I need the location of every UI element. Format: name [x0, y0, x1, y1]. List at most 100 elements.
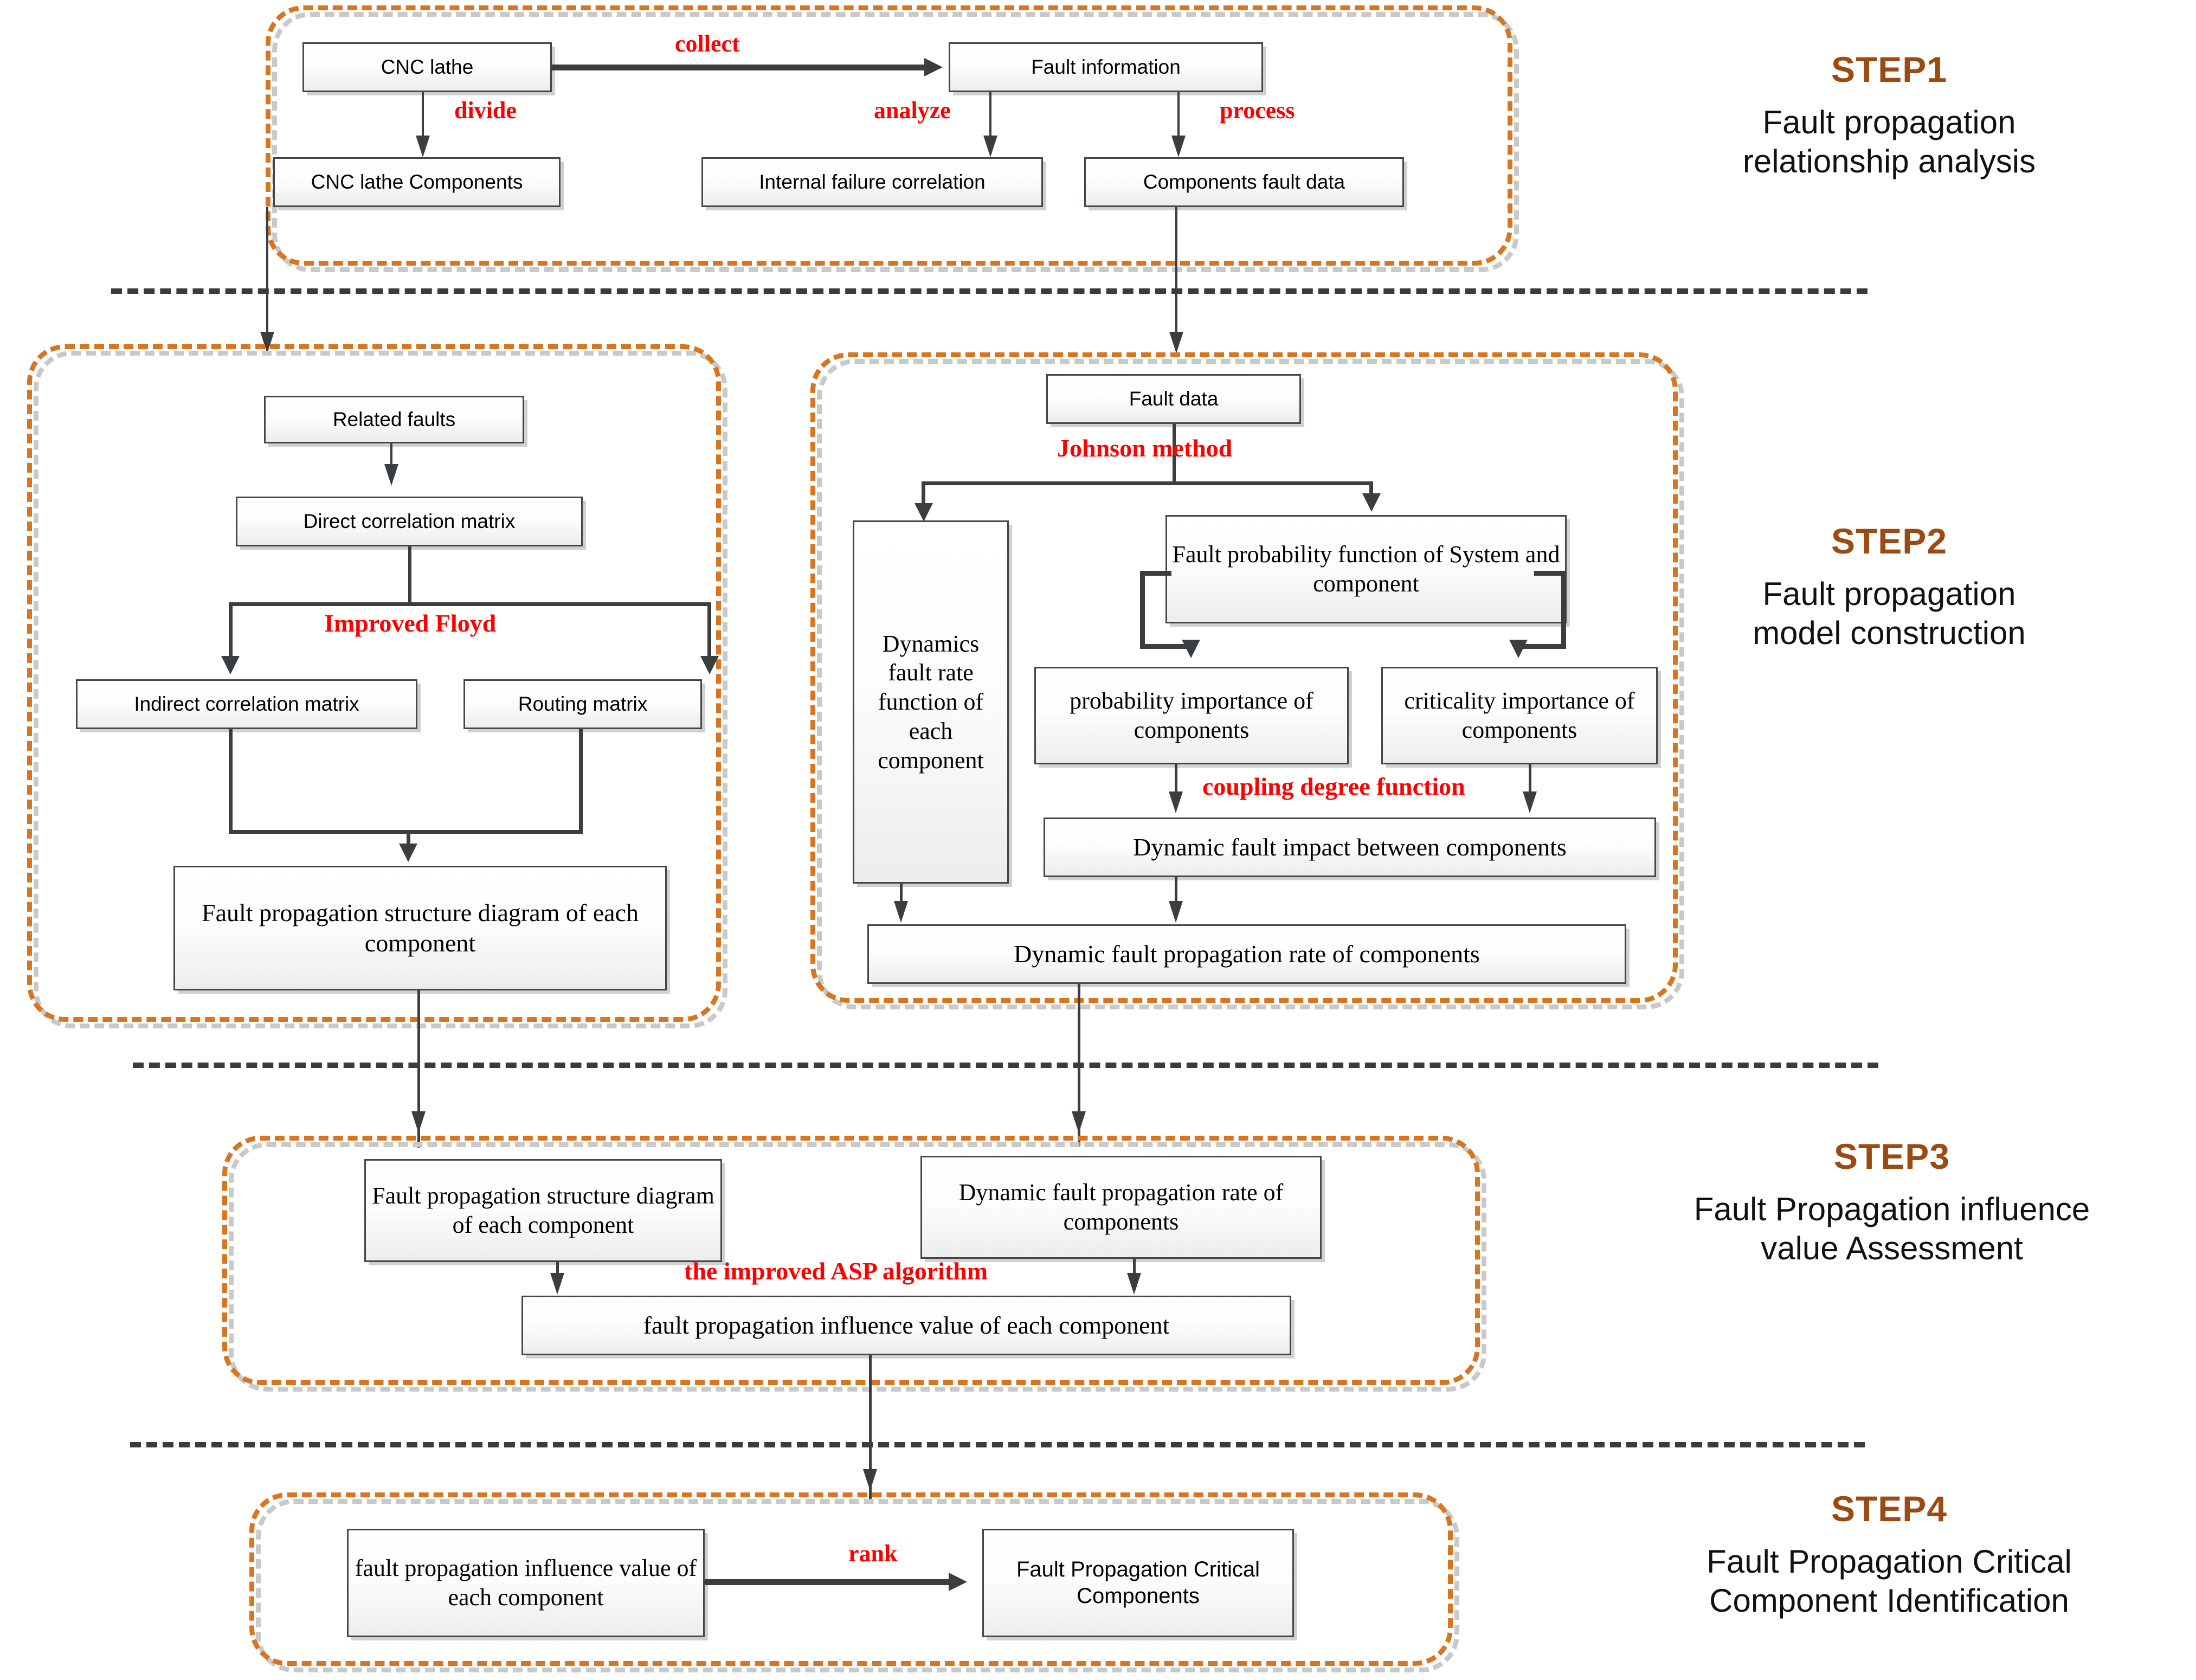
node-probability-importance[interactable]: probability importance of components: [1034, 667, 1349, 764]
edge-step3-structure-to-influence-arrowhead: [550, 1273, 564, 1295]
step2-legend: STEP2 Fault propagation model constructi…: [1594, 520, 2185, 653]
edge-components-to-step2-left: [266, 207, 268, 337]
edge-probfunc-bracket-left-v: [1140, 571, 1145, 648]
step4-container: [249, 1492, 1453, 1666]
edge-relatedfaults-to-direct-arrowhead: [384, 464, 398, 486]
edge-probfunc-to-probimportance-arrowhead: [1182, 640, 1200, 658]
edge-direct-split-left: [229, 602, 233, 662]
step2-left-container-shadow: [34, 351, 727, 1028]
step2-description: Fault propagation model construction: [1594, 575, 2185, 653]
node-cnc-lathe[interactable]: CNC lathe: [302, 42, 552, 92]
step2-number: STEP2: [1831, 521, 1948, 561]
step1-description-line2: relationship analysis: [1742, 143, 2036, 179]
node-fault-propagation-critical-components[interactable]: Fault Propagation Critical Components: [982, 1529, 1294, 1637]
edge-proprate-to-step3: [1078, 984, 1080, 1147]
edge-faultinfo-to-componentsdata-arrowhead: [1171, 136, 1186, 157]
step4-description-line1: Fault Propagation Critical: [1706, 1543, 2072, 1580]
node-dynamic-fault-propagation-rate[interactable]: Dynamic fault propagation rate of compon…: [867, 924, 1626, 984]
edge-johnson-to-dynamics-arrowhead: [915, 503, 933, 522]
edge-probimportance-to-impact: [1175, 764, 1177, 796]
edge-direct-split-right: [707, 602, 711, 662]
step4-description-line2: Component Identification: [1709, 1582, 2069, 1619]
step2-right-container: [810, 352, 1678, 1003]
step3-description: Fault Propagation influence value Assess…: [1594, 1190, 2190, 1268]
edge-relatedfaults-to-direct: [390, 443, 392, 468]
node-fault-probability-function[interactable]: Fault probability function of System and…: [1165, 515, 1567, 623]
edge-critimportance-to-impact-arrowhead: [1523, 791, 1537, 813]
edge-cnc-to-components: [422, 92, 424, 140]
edge-routing-down: [579, 729, 583, 834]
edge-cnc-to-faultinfo: [552, 65, 929, 70]
node-fault-propagation-structure-diagram[interactable]: Fault propagation structure diagram of e…: [173, 866, 667, 990]
step1-legend: STEP1 Fault propagation relationship ana…: [1594, 49, 2185, 181]
node-cnc-lathe-components[interactable]: CNC lathe Components: [273, 157, 561, 207]
step3-legend: STEP3 Fault Propagation influence value …: [1594, 1136, 2190, 1268]
edge-faultinfo-to-internal: [989, 92, 991, 140]
edge-step4-rank-arrowhead: [949, 1573, 967, 1591]
edge-label-process: process: [1220, 97, 1295, 124]
edge-label-rank: rank: [848, 1540, 898, 1567]
node-direct-correlation-matrix[interactable]: Direct correlation matrix: [236, 497, 583, 546]
separator-step2-step3: [133, 1063, 1878, 1068]
separator-step3-step4: [130, 1442, 1865, 1447]
step2-right-container-shadow: [817, 359, 1684, 1009]
node-step4-influence-value[interactable]: fault propagation influence value of eac…: [347, 1529, 705, 1637]
step4-container-shadow: [256, 1499, 1459, 1672]
edge-label-coupling-degree-function: coupling degree function: [1202, 773, 1465, 800]
node-step3-structure-diagram[interactable]: Fault propagation structure diagram of e…: [364, 1159, 722, 1262]
edge-johnson-to-probfunc-arrowhead: [1362, 493, 1381, 512]
edge-faultdata-stem: [1173, 424, 1176, 485]
edge-direct-split-bar: [229, 602, 711, 606]
node-criticality-importance[interactable]: criticality importance of components: [1381, 667, 1658, 764]
step3-container: [222, 1136, 1480, 1385]
edge-structurediagram-to-step3: [417, 990, 420, 1148]
edge-faultinfo-to-internal-arrowhead: [983, 136, 997, 157]
edge-merge-stem: [407, 830, 410, 847]
step2-description-line2: model construction: [1753, 615, 2026, 651]
edge-proprate-to-step3-arrowhead: [1072, 1111, 1086, 1133]
step3-description-line2: value Assessment: [1761, 1230, 2023, 1266]
edge-step3-proprate-to-influence-arrowhead: [1127, 1273, 1141, 1295]
step1-container-shadow: [272, 12, 1519, 272]
node-step3-propagation-rate[interactable]: Dynamic fault propagation rate of compon…: [920, 1156, 1322, 1259]
node-components-fault-data[interactable]: Components fault data: [1084, 157, 1404, 207]
step3-description-line1: Fault Propagation influence: [1693, 1191, 2090, 1227]
edge-step3-proprate-to-influence: [1133, 1259, 1136, 1283]
edge-johnson-left: [922, 481, 925, 507]
node-indirect-correlation-matrix[interactable]: Indirect correlation matrix: [76, 679, 417, 729]
edge-direct-to-routing-arrowhead: [700, 656, 719, 674]
edge-label-collect: collect: [675, 30, 740, 57]
step1-container: [266, 5, 1512, 266]
step4-number: STEP4: [1831, 1489, 1948, 1529]
node-fault-propagation-influence-value[interactable]: fault propagation influence value of eac…: [521, 1296, 1291, 1355]
step3-container-shadow: [229, 1142, 1486, 1392]
edge-dynamics-to-proprate-arrowhead: [894, 901, 908, 923]
edge-probfunc-bracket-right-bottom: [1518, 644, 1566, 649]
edge-influence-to-step4-arrowhead: [863, 1469, 877, 1491]
step2-description-line1: Fault propagation: [1762, 576, 2016, 612]
node-routing-matrix[interactable]: Routing matrix: [463, 679, 702, 729]
node-dynamic-fault-impact[interactable]: Dynamic fault impact between components: [1044, 818, 1656, 877]
node-dynamics-fault-rate-function[interactable]: Dynamics fault rate function of each com…: [853, 520, 1009, 884]
edge-merge-bar: [229, 830, 583, 834]
edge-faultinfo-to-componentsdata: [1177, 92, 1180, 140]
edge-indirect-down: [229, 729, 233, 834]
edge-probfunc-bracket-right-v: [1561, 571, 1566, 648]
edge-influence-to-step4: [869, 1355, 872, 1502]
step1-description: Fault propagation relationship analysis: [1594, 103, 2185, 181]
edge-componentsdata-to-faultdata: [1175, 207, 1177, 337]
edge-label-divide: divide: [454, 97, 517, 124]
edge-label-improved-floyd: Improved Floyd: [324, 609, 497, 637]
edge-merge-to-structure-arrowhead: [399, 844, 417, 862]
step1-description-line1: Fault propagation: [1762, 104, 2016, 140]
edge-label-analyze: analyze: [874, 97, 951, 124]
node-fault-information[interactable]: Fault information: [949, 42, 1263, 92]
edge-probimportance-to-impact-arrowhead: [1169, 791, 1183, 813]
node-fault-data[interactable]: Fault data: [1046, 374, 1301, 424]
edge-cnc-to-faultinfo-arrowhead: [924, 58, 943, 76]
edge-impact-to-proprate-arrowhead: [1169, 901, 1183, 923]
node-related-faults[interactable]: Related faults: [264, 396, 524, 443]
node-internal-failure-correlation[interactable]: Internal failure correlation: [701, 157, 1043, 207]
edge-componentsdata-to-faultdata-arrowhead: [1169, 332, 1183, 353]
step3-number: STEP3: [1833, 1136, 1950, 1176]
